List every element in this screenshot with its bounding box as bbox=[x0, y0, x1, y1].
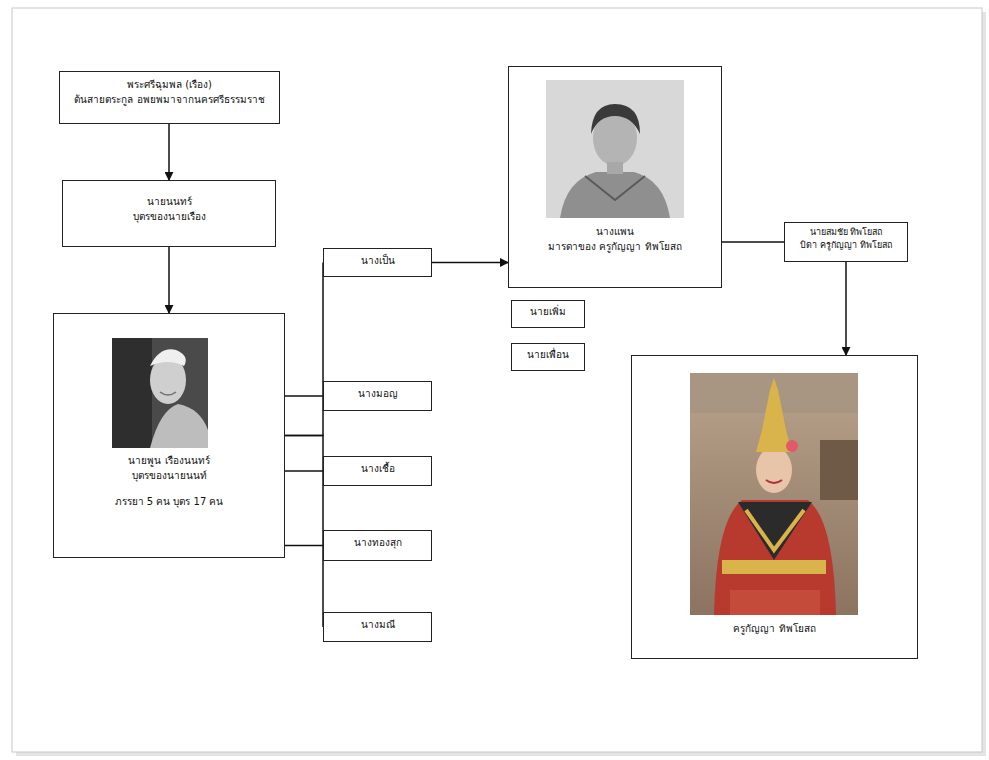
person-name: นายสมชัย ทิพโยสถ bbox=[791, 226, 901, 239]
name-box: นายเพิ่ม bbox=[511, 300, 585, 328]
family-line bbox=[285, 436, 323, 628]
family-line bbox=[285, 395, 323, 397]
person-note: บุตรของนายเรือง bbox=[69, 210, 269, 225]
name-box: นายเพื่อน bbox=[511, 343, 585, 371]
family-line bbox=[285, 263, 323, 436]
family-line bbox=[722, 241, 784, 243]
person-note: มารดาของ ครูกัญญา ทิพโยสถ bbox=[515, 240, 715, 255]
name-box: นางเชื้อ bbox=[323, 456, 432, 486]
person-box: นายสมชัย ทิพโยสถบิดา ครูกัญญา ทิพโยสถ bbox=[784, 222, 908, 262]
person-name: นางแพน bbox=[515, 225, 715, 240]
photo-card: นายพูน เรืองนนทร์บุตรของนายนนท์ภรรยา 5 ค… bbox=[53, 313, 285, 558]
person-name: นายพูน เรืองนนทร์ bbox=[60, 454, 278, 469]
person-name: นางทองสุก bbox=[330, 536, 425, 551]
descent-arrow bbox=[845, 262, 847, 355]
person-note: ต้นสายตระกูล อพยพมาจากนครศรีธรรมราช bbox=[66, 93, 273, 108]
person-name: นายเพิ่ม bbox=[518, 305, 578, 320]
person-note: บิดา ครูกัญญา ทิพโยสถ bbox=[791, 239, 901, 252]
name-box: นางมณี bbox=[323, 612, 432, 642]
person-name: นางมอญ bbox=[330, 387, 425, 402]
person-name: นางมณี bbox=[330, 618, 425, 633]
name-box: นางเป็น bbox=[323, 248, 432, 277]
family-line bbox=[285, 470, 323, 472]
descent-arrow bbox=[168, 247, 170, 313]
person-box: นายนนทร์บุตรของนายเรือง bbox=[62, 180, 276, 247]
person-note: บุตรของนายนนท์ bbox=[60, 469, 278, 484]
page-frame bbox=[12, 8, 982, 752]
person-name: นางเชื้อ bbox=[330, 462, 425, 477]
person-note: ภรรยา 5 คน บุตร 17 คน bbox=[60, 495, 278, 510]
photo-old-man bbox=[112, 338, 208, 448]
person-name: พระศรีฉุมพล (เรือง) bbox=[66, 78, 273, 93]
descent-arrow bbox=[432, 262, 508, 264]
name-box: ครูกัญญา ทิพโยสถ bbox=[631, 355, 918, 659]
person-name: นายนนทร์ bbox=[69, 195, 269, 210]
person-name: นางเป็น bbox=[330, 254, 425, 269]
person-name: นายเพื่อน bbox=[518, 348, 578, 363]
person-name: ครูกัญญา ทิพโยสถ bbox=[638, 622, 911, 637]
descent-arrow bbox=[168, 124, 170, 180]
person-box: พระศรีฉุมพล (เรือง)ต้นสายตระกูล อพยพมาจา… bbox=[59, 71, 280, 124]
name-box: นางมอญ bbox=[323, 381, 432, 411]
person-box: นางแพนมารดาของ ครูกัญญา ทิพโยสถ bbox=[508, 66, 722, 288]
family-line bbox=[285, 545, 323, 547]
photo-dancer bbox=[690, 373, 858, 615]
photo-woman bbox=[546, 80, 684, 218]
name-box: นางทองสุก bbox=[323, 530, 432, 561]
